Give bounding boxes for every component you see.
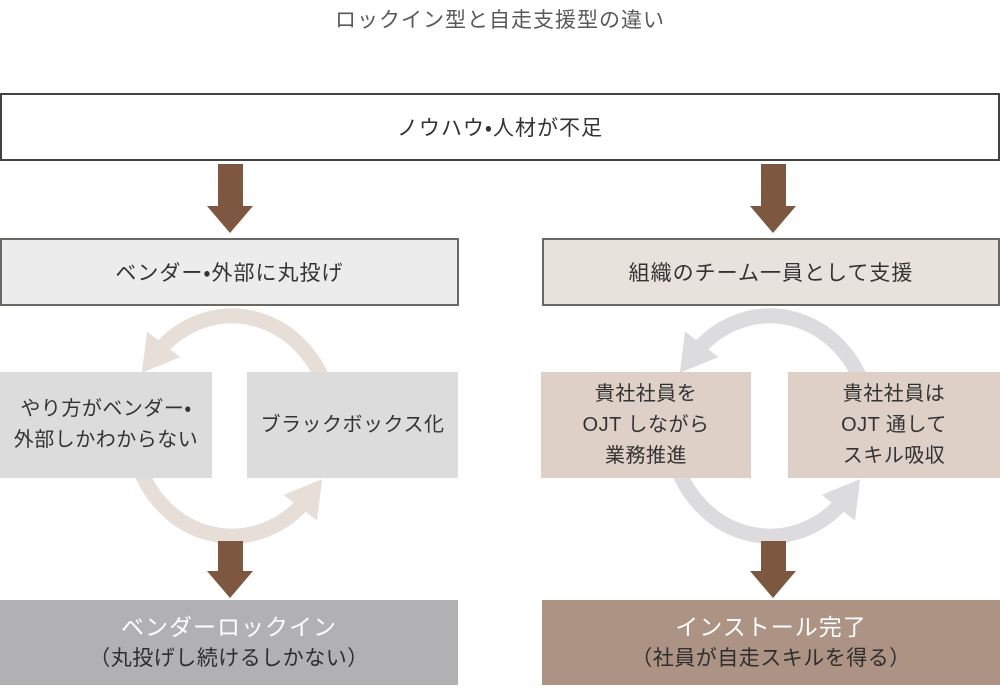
approach-box-left: ベンダー・外部に丸投げ (0, 238, 459, 306)
down-arrow-shaft (760, 164, 786, 206)
outcome-box-left-note: （丸投げし続けるしかない） (89, 647, 369, 670)
outcome-box-right-note: （社員が自走スキルを得る） (631, 647, 911, 670)
approach-box-right: 組織のチーム一員として支援 (542, 238, 1000, 306)
down-arrow-shaft (217, 164, 243, 206)
cycle-step-box: やり方がベンダー・ 外部しかわからない (0, 372, 212, 478)
cycle-step-box: 貴社社員は OJT 通して スキル吸収 (788, 372, 1000, 478)
cycle-step-box: ブラックボックス化 (247, 372, 458, 478)
down-arrow-shaft (217, 541, 243, 571)
approach-box-left-label: ベンダー・外部に丸投げ (115, 262, 344, 285)
outcome-box-right: インストール完了 （社員が自走スキルを得る） (542, 600, 1000, 685)
outcome-box-left-title: ベンダーロックイン (121, 614, 337, 640)
outcome-box-right-title: インストール完了 (675, 614, 867, 640)
down-arrow-icon (750, 541, 796, 598)
problem-box: ノウハウ・人材が不足 (0, 93, 1000, 161)
down-arrow-head (207, 571, 253, 598)
cycle-step-box: 貴社社員を OJT しながら 業務推進 (541, 372, 751, 478)
approach-box-right-label: 組織のチーム一員として支援 (628, 262, 914, 285)
down-arrow-head (207, 206, 253, 233)
down-arrow-icon (207, 164, 253, 233)
down-arrow-head (750, 206, 796, 233)
problem-box-label: ノウハウ・人材が不足 (396, 117, 604, 140)
down-arrow-shaft (760, 541, 786, 571)
diagram-title: ロックイン型と自走支援型の違い (335, 9, 665, 32)
down-arrow-head (750, 571, 796, 598)
outcome-box-left: ベンダーロックイン （丸投げし続けるしかない） (0, 600, 458, 685)
down-arrow-icon (750, 164, 796, 233)
down-arrow-icon (207, 541, 253, 598)
